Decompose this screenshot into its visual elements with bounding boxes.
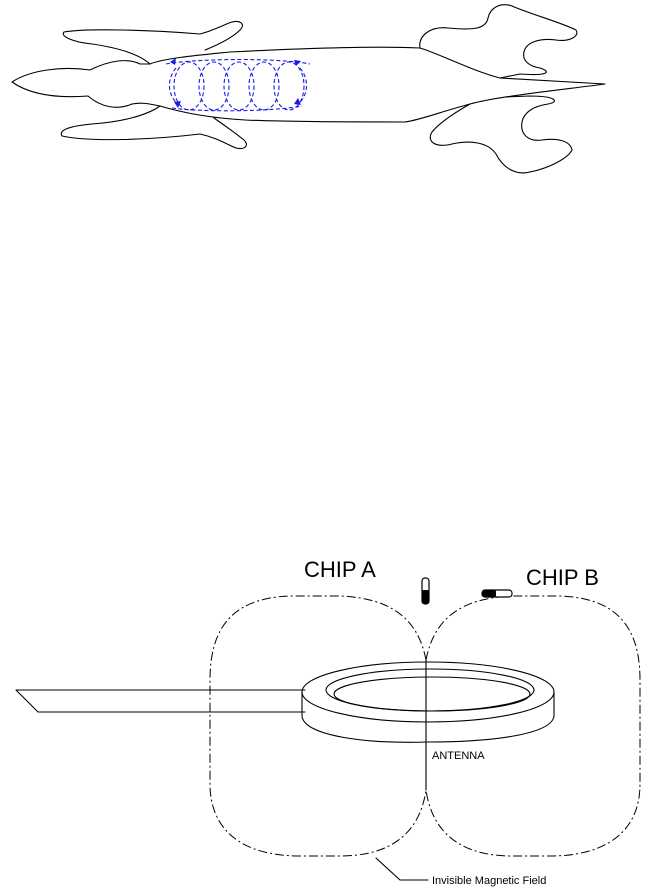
- magnetic-field-label: Invisible Magnetic Field: [432, 875, 546, 887]
- chip-a-icon: [422, 578, 429, 604]
- animal-body-outline: [12, 47, 605, 122]
- animal-figure: [12, 5, 605, 173]
- field-leader-line: [376, 858, 428, 880]
- chip-a-label: CHIP A: [304, 557, 376, 582]
- chip-b-label: CHIP B: [526, 565, 599, 590]
- antenna-ring-inner-lip: [334, 677, 530, 711]
- front-upper-leg: [63, 21, 242, 64]
- front-lower-leg: [61, 106, 246, 149]
- antenna-label: ANTENNA: [432, 750, 485, 762]
- antenna-figure: CHIP A CHIP B ANTENNA Invisible Magnetic…: [16, 557, 640, 887]
- rear-upper-leg: [420, 5, 577, 78]
- chip-b-icon: [482, 590, 512, 597]
- coil-field: [166, 58, 310, 111]
- arrow-icon: [294, 60, 301, 66]
- antenna-handle: [16, 690, 305, 712]
- magnetic-field-right-lobe: [426, 596, 640, 856]
- rear-lower-leg: [430, 96, 572, 173]
- magnetic-field-left-lobe: [210, 596, 426, 856]
- antenna-ring-outer: [302, 662, 554, 722]
